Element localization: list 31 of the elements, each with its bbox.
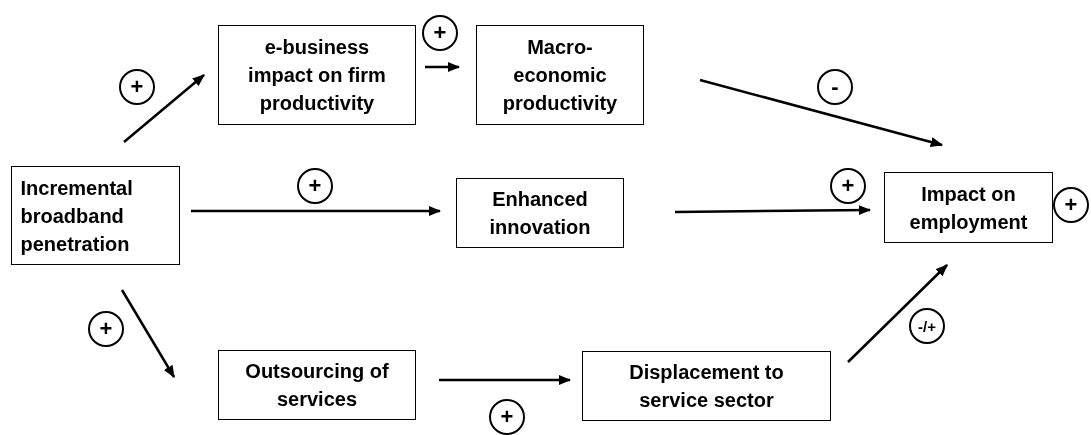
arrow xyxy=(123,74,205,143)
box-label: Impact on employment xyxy=(908,181,1029,235)
box-label: e-business impact on firm productivity xyxy=(247,35,387,116)
box-label: Incremental broadband penetration xyxy=(20,175,134,257)
process-box xyxy=(218,25,416,125)
box-label: Outsourcing of services xyxy=(244,359,390,412)
arrow xyxy=(120,289,176,379)
box-label: Displacement to service sector xyxy=(628,360,785,413)
arrow xyxy=(191,206,442,216)
process-box xyxy=(218,350,416,420)
sign-label: + xyxy=(1053,187,1089,223)
arrow xyxy=(439,375,572,385)
process-box xyxy=(884,172,1053,243)
edge-label: -/+ xyxy=(909,308,945,344)
edge-label: + xyxy=(297,168,333,204)
edge-label: + xyxy=(88,311,124,347)
arrow xyxy=(699,78,944,147)
edge-label: + xyxy=(119,69,155,105)
box-label: Enhanced innovation xyxy=(488,187,592,240)
arrow xyxy=(675,205,872,216)
process-box xyxy=(582,351,831,421)
edge-label: + xyxy=(830,168,866,204)
process-box xyxy=(476,25,644,125)
process-box xyxy=(11,166,180,265)
edge-label: - xyxy=(817,69,853,105)
arrow xyxy=(425,62,461,72)
edge-label: + xyxy=(422,15,458,51)
edge-label: + xyxy=(489,399,525,435)
process-box xyxy=(456,178,624,248)
box-label: Macro-economic productivity xyxy=(501,35,619,116)
arrow xyxy=(847,264,948,363)
